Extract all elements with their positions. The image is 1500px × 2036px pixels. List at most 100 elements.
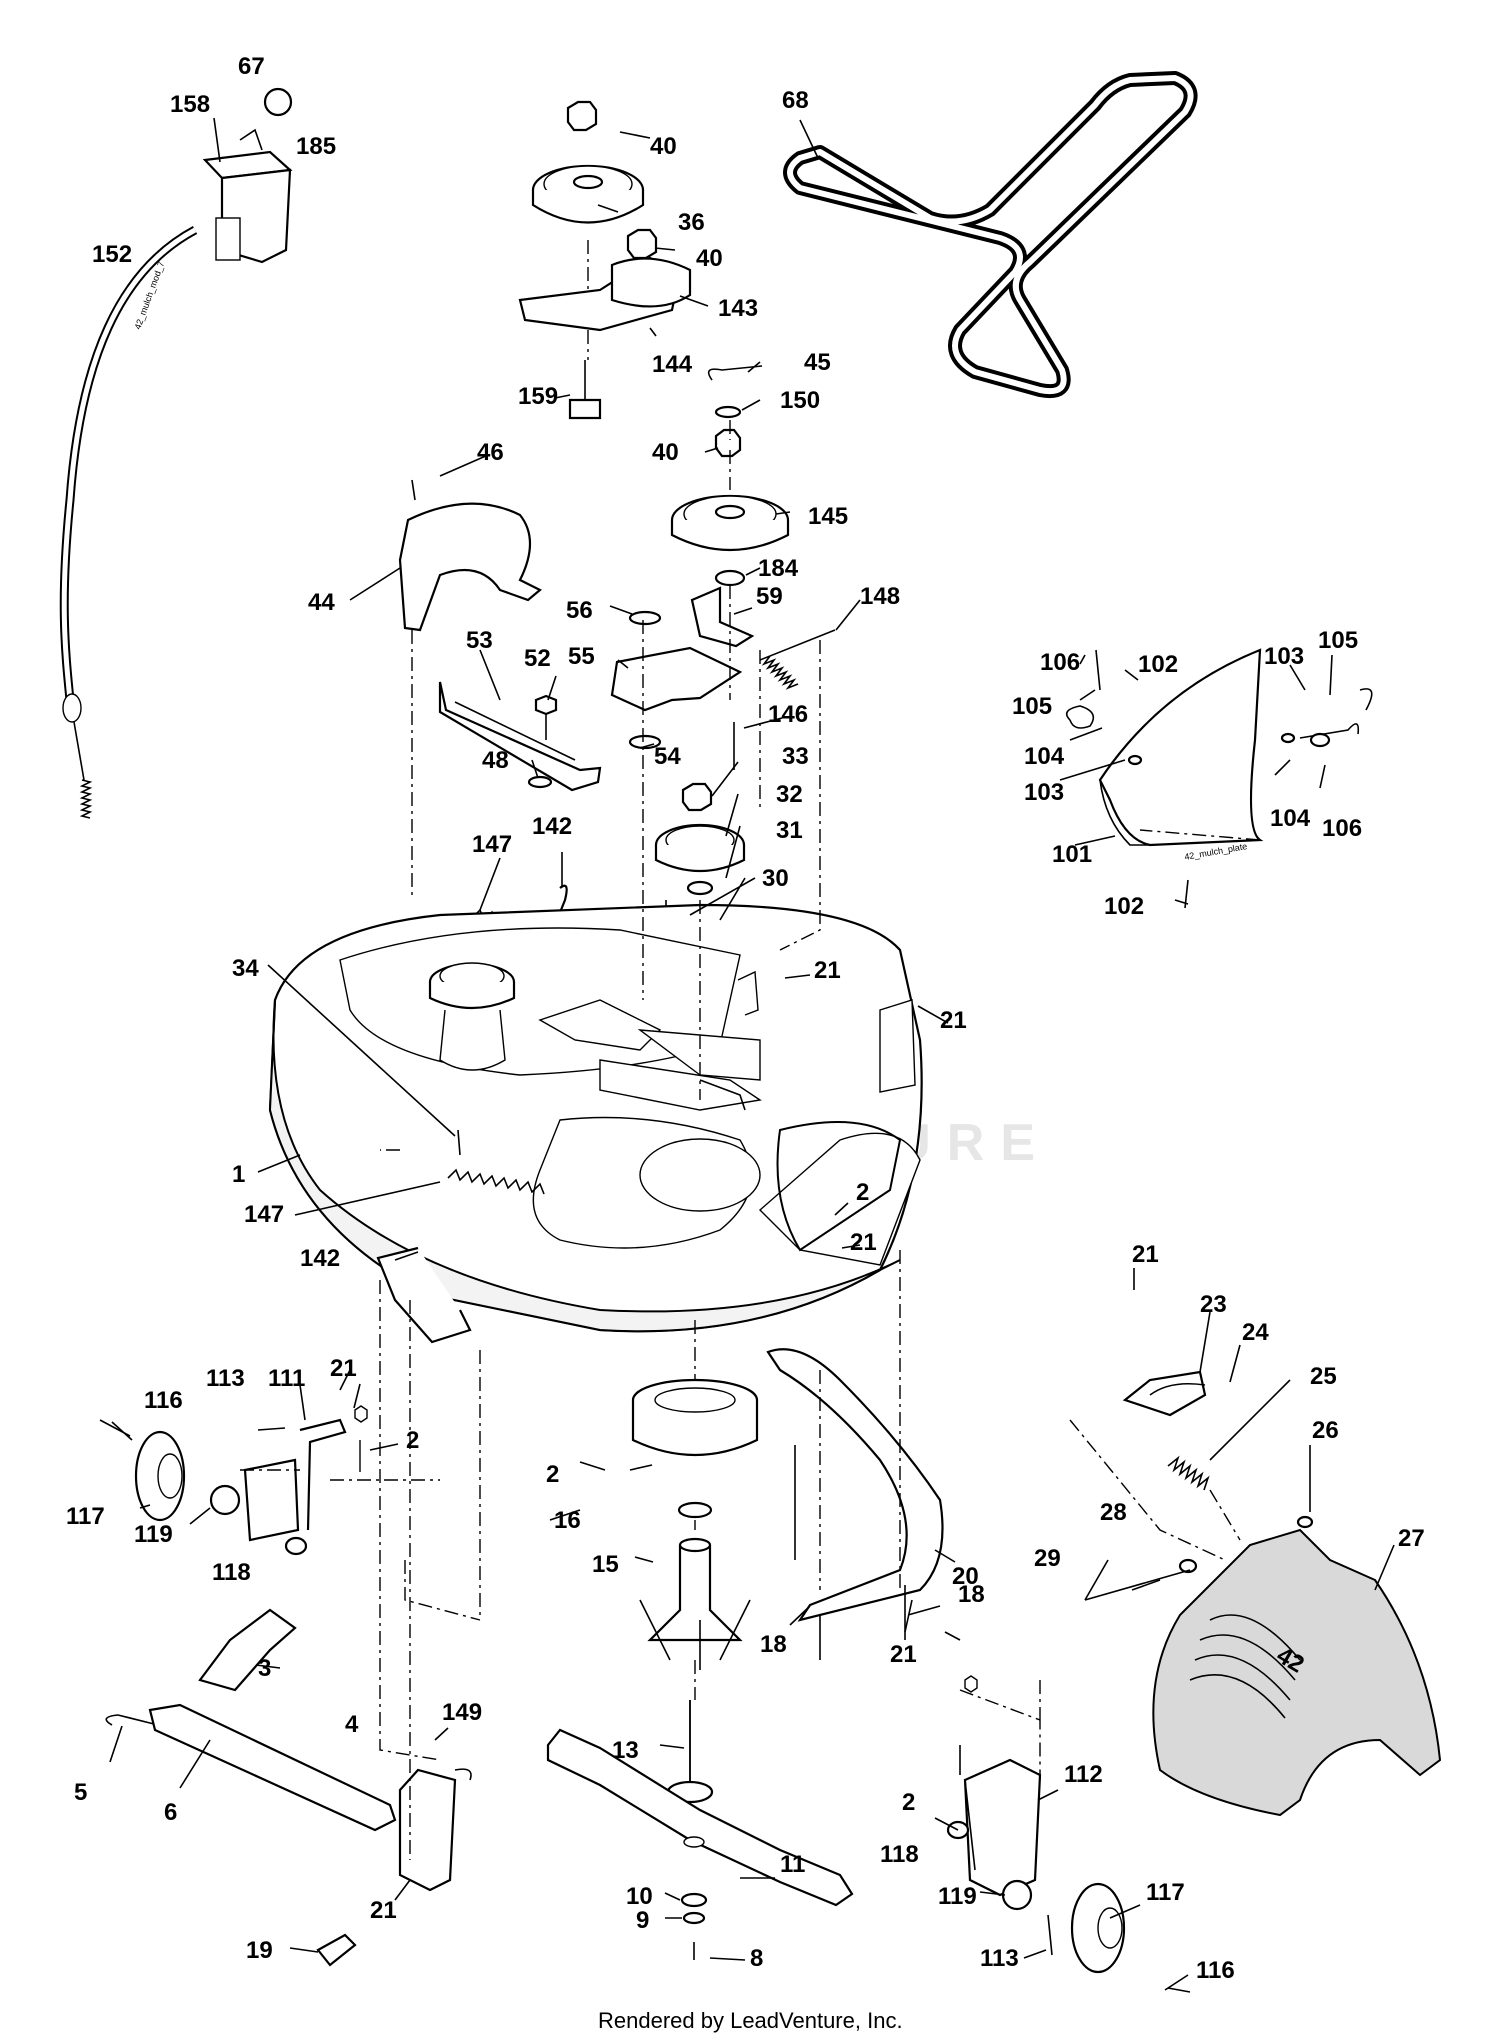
callout: 143 <box>718 295 758 322</box>
callout: 21 <box>814 957 841 984</box>
callout: 2 <box>406 1427 419 1454</box>
callout: 102 <box>1104 893 1144 920</box>
callout: 117 <box>1146 1879 1185 1906</box>
lower-rod <box>376 1246 472 1344</box>
callouts: 67 158 185 152 40 36 40 143 144 159 68 4… <box>66 53 1425 1984</box>
callout: 106 <box>1322 815 1362 842</box>
callout: 26 <box>1312 1417 1339 1444</box>
callout: 113 <box>206 1365 245 1392</box>
callout: 28 <box>1100 1499 1127 1526</box>
idler-pulley-assembly <box>518 100 692 420</box>
callout: 32 <box>776 781 803 808</box>
callout: 184 <box>758 555 799 582</box>
callout: 118 <box>880 1841 919 1868</box>
callout: 31 <box>776 817 803 844</box>
callout: 68 <box>782 87 809 114</box>
callout: 9 <box>636 1907 649 1934</box>
callout: 144 <box>652 351 693 378</box>
callout: 101 <box>1052 841 1092 868</box>
callout: 36 <box>678 209 705 236</box>
callout: 2 <box>546 1461 559 1488</box>
callout: 25 <box>1310 1363 1337 1390</box>
callout: 27 <box>1398 1525 1425 1552</box>
callout: 33 <box>782 743 809 770</box>
callout: 56 <box>566 597 593 624</box>
idler-arm-assembly <box>610 586 836 770</box>
callout: 150 <box>780 387 820 414</box>
callout: 18 <box>760 1631 787 1658</box>
callout: 59 <box>756 583 783 610</box>
reference-lines <box>240 240 1261 1860</box>
plate-stamp: 42_mulch_plate <box>1184 841 1248 862</box>
deck-linkage <box>538 970 916 1111</box>
belt-guard <box>398 479 542 632</box>
callout: 46 <box>477 439 504 466</box>
callout: 106 <box>1040 649 1080 676</box>
left-wheel-assembly <box>99 1405 368 1556</box>
callout: 8 <box>750 1945 763 1972</box>
callout: 159 <box>518 383 558 410</box>
callout: 21 <box>890 1641 917 1668</box>
callout: 53 <box>466 627 493 654</box>
callout: 116 <box>1196 1957 1235 1984</box>
callout: 34 <box>232 955 259 982</box>
callout: 158 <box>170 91 210 118</box>
callout: 147 <box>244 1201 284 1228</box>
callout: 21 <box>330 1355 357 1382</box>
callout: 21 <box>370 1897 397 1924</box>
callout: 112 <box>1064 1761 1103 1788</box>
callout: 145 <box>808 503 848 530</box>
callout: 104 <box>1024 743 1065 770</box>
callout: 67 <box>238 53 265 80</box>
lift-linkage <box>105 1608 472 1967</box>
lower-idler-assembly <box>670 365 790 587</box>
callout: 40 <box>650 133 677 160</box>
callout: 117 <box>66 1503 105 1530</box>
callout: 18 <box>958 1581 985 1608</box>
callout: 24 <box>1242 1319 1269 1346</box>
callout: 149 <box>442 1699 482 1726</box>
baffle-and-strap <box>766 1348 944 1660</box>
callout: 147 <box>472 831 512 858</box>
callout: 119 <box>134 1521 173 1548</box>
mower-blade <box>546 1728 854 1960</box>
callout: 152 <box>92 241 132 268</box>
callout: 29 <box>1034 1545 1061 1572</box>
callout: 148 <box>860 583 900 610</box>
callout: 19 <box>246 1937 273 1964</box>
callout: 44 <box>308 589 335 616</box>
mower-deck <box>268 903 923 1333</box>
callout: 13 <box>612 1737 639 1764</box>
callout: 103 <box>1024 779 1064 806</box>
callout: 21 <box>1132 1241 1159 1268</box>
callout: 103 <box>1264 643 1304 670</box>
callout: 119 <box>938 1883 977 1910</box>
callout: 21 <box>850 1229 877 1256</box>
adjust-lever <box>438 681 602 792</box>
label-leaders <box>109 119 1395 1993</box>
callout: 1 <box>232 1161 245 1188</box>
callout: 2 <box>856 1179 869 1206</box>
drive-belt <box>783 71 1198 398</box>
callout: 11 <box>780 1851 805 1878</box>
callout: 20 <box>952 1563 979 1590</box>
callout: 111 <box>268 1365 305 1392</box>
callout: 23 <box>1200 1291 1227 1318</box>
center-pulley <box>654 782 751 995</box>
callout: 118 <box>212 1559 251 1586</box>
callout: 142 <box>532 813 572 840</box>
callout: 45 <box>804 349 831 376</box>
right-wheel-assembly <box>946 1675 1189 1991</box>
callout: 21 <box>940 1007 967 1034</box>
callout: 102 <box>1138 651 1178 678</box>
callout: 105 <box>1318 627 1358 654</box>
callout: 104 <box>1270 805 1311 832</box>
lower-spring <box>447 1129 545 1195</box>
callout: 30 <box>762 865 789 892</box>
callout: 2 <box>902 1789 915 1816</box>
callout: 6 <box>164 1799 177 1826</box>
control-bracket <box>202 87 293 264</box>
callout: 40 <box>696 245 723 272</box>
callout: 4 <box>345 1711 359 1738</box>
